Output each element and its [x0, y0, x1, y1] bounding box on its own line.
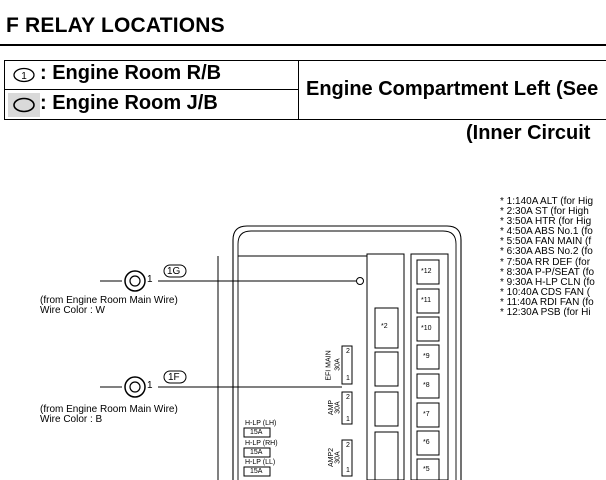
right-fuse-column	[410, 253, 449, 480]
header-rule	[0, 44, 606, 46]
legend-row-divider	[4, 89, 298, 90]
fuse-slot-label: *11	[421, 297, 431, 304]
fuse-slot-8	[416, 373, 440, 399]
fuse-slot-label: *8	[423, 382, 430, 389]
fuse-note: * 1:140A ALT (for Hig	[500, 196, 594, 207]
amp2-pin-bottom: 1	[346, 467, 350, 474]
legend-column-divider	[298, 60, 299, 120]
fuse-slot-10	[416, 316, 440, 342]
fuse-slot-9	[416, 344, 440, 370]
fuse-note: * 5:50A FAN MAIN (f	[500, 236, 592, 248]
amp-fuse-box	[341, 391, 353, 425]
connector-1g-stud-icon	[129, 275, 141, 287]
connector-1f-wire-color: Wire Color : B	[40, 414, 103, 425]
fuse-note: * 11:40A RDI FAN (fo	[500, 296, 594, 308]
amp-pin-top: 2	[346, 394, 350, 401]
middle-fuse-column	[366, 253, 405, 480]
amp-pin-bottom: 1	[346, 416, 350, 423]
efi-main-pin-bottom: 1	[346, 375, 350, 382]
fuse-slot-7	[416, 402, 440, 428]
fuse-slot	[374, 431, 399, 480]
fuse-slot-11	[416, 288, 440, 314]
page-title: F RELAY LOCATIONS	[6, 14, 225, 37]
connector-1g-from: (from Engine Room Main Wire)	[40, 295, 178, 306]
connector-1g-tag	[163, 264, 187, 278]
wire-1g-terminal	[356, 277, 364, 285]
connector-1f-pin: 1	[147, 380, 153, 391]
hlp-lh-fuse-box	[243, 427, 271, 438]
fuse-slot-label: *7	[423, 411, 430, 418]
fuse-slot-12	[416, 259, 440, 285]
hlp-rh-fuse-box	[243, 447, 271, 458]
fuse-note: * 10:40A CDS FAN (	[500, 286, 591, 298]
fuse-slot-label: *6	[423, 439, 430, 446]
hlp-lh-fuse-name: H-LP (LH)	[245, 420, 277, 427]
fuse-note: * 4:50A ABS No.1 (fo	[500, 226, 593, 238]
fuse-slot-label: *9	[423, 353, 430, 360]
amp2-fuse-box	[341, 439, 353, 477]
connector-1g-ring-icon	[124, 270, 146, 292]
efi-main-fuse-name: EFI MAIN	[325, 350, 333, 381]
connector-1f-stud-icon	[129, 381, 141, 393]
hlp-ll-fuse-name: H-LP (LL)	[245, 459, 276, 466]
connector-1g-pin: 1	[147, 274, 153, 285]
fuse-slot-label: *5	[423, 466, 430, 473]
efi-main-fuse-box	[341, 345, 353, 385]
fuse-note: * 7:50A RR DEF (for	[500, 256, 591, 268]
connector-1f-from: (from Engine Room Main Wire)	[40, 404, 178, 415]
fuse-note: * 9:30A H-LP CLN (fo	[500, 276, 595, 288]
fuse-note: * 6:30A ABS No.2 (fo	[500, 246, 593, 258]
fuse-slot-middle-label: *2	[381, 323, 388, 330]
fuse-note: * 8:30A P-P/SEAT (fo	[500, 266, 595, 278]
hlp-lh-fuse-rating: 15A	[250, 429, 263, 436]
junction-block-symbol-icon	[13, 97, 35, 113]
relay-block-symbol-icon	[13, 67, 35, 83]
connector-1f-ring-icon	[124, 376, 146, 398]
fuse-slot-middle	[374, 307, 399, 349]
diagram-subtitle: (Inner Circuit	[466, 122, 591, 144]
hlp-rh-fuse-name: H-LP (RH)	[245, 440, 278, 447]
fuse-slot-5	[416, 458, 440, 480]
hlp-ll-fuse-rating: 15A	[250, 468, 263, 475]
housing-outline-inner	[237, 230, 457, 480]
fuse-slot	[374, 391, 399, 427]
hlp-rh-fuse-rating: 15A	[250, 449, 263, 456]
amp-fuse-rating: 30A	[334, 401, 342, 414]
legend-table	[4, 60, 606, 120]
connector-1f-code: 1F	[168, 372, 180, 383]
housing-outline-outer	[232, 225, 462, 480]
hlp-ll-fuse-box	[243, 466, 271, 477]
amp2-fuse-rating: 30A	[334, 451, 342, 464]
legend-junction-block: : Engine Room J/B	[40, 92, 218, 114]
amp2-pin-top: 2	[346, 442, 350, 449]
fuse-note: * 3:50A HTR (for Hig	[500, 216, 592, 228]
fuse-note: * 12:30A PSB (for Hi	[500, 307, 591, 319]
connector-1g-wire-color: Wire Color : W	[40, 305, 105, 316]
connector-1g-code: 1G	[167, 266, 181, 277]
relay-block-symbol-number: 1	[21, 71, 27, 82]
fuse-slot-label: *10	[421, 325, 432, 332]
connector-1f-tag	[163, 370, 187, 384]
fuse-slot-label: *12	[421, 268, 432, 275]
fuse-slot-6	[416, 430, 440, 456]
legend-relay-block: : Engine Room R/B	[40, 62, 222, 84]
fuse-slot	[374, 351, 399, 387]
fuse-note: * 2:30A ST (for High	[500, 206, 589, 218]
efi-main-pin-top: 2	[346, 348, 350, 355]
efi-main-fuse-rating: 30A	[334, 358, 342, 371]
fuse-notes-list: * 1:140A ALT (for Hig * 2:30A ST (for Hi…	[500, 196, 595, 319]
location-title: Engine Compartment Left (See	[306, 78, 599, 100]
